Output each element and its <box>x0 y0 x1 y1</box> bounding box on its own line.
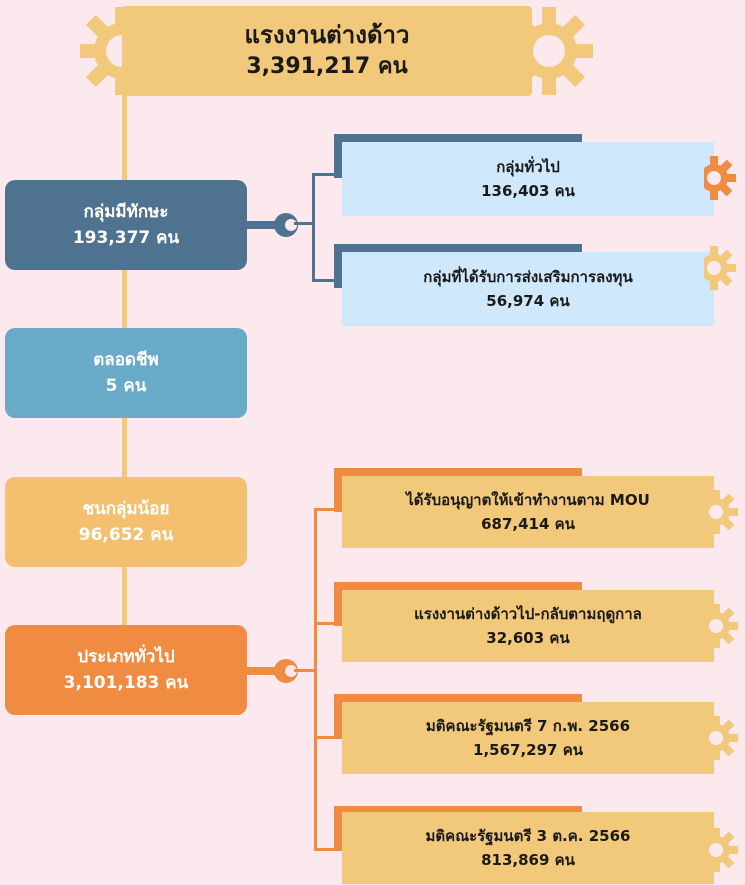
connector-line <box>294 222 314 225</box>
connector-icon <box>240 659 298 683</box>
subgroup-label: กลุ่มที่ได้รับการส่งเสริมการลงทุน <box>423 268 633 286</box>
subgroup-value: 136,403 คน <box>481 182 575 200</box>
branch-line <box>312 279 344 282</box>
category-label: ชนกลุ่มน้อย <box>82 499 170 519</box>
category-value: 5 คน <box>105 376 147 396</box>
header-total: 3,391,217 คน <box>246 54 408 79</box>
branch-line <box>314 848 344 851</box>
branch-line <box>312 173 315 281</box>
gear-icon <box>706 604 738 648</box>
header-title: แรงงานต่างด้าว <box>244 21 410 49</box>
subgroup-value: 687,414 คน <box>481 515 575 533</box>
connector-line <box>294 669 316 672</box>
box-tab <box>334 134 582 142</box>
branch-line <box>312 173 344 176</box>
subgroup-value: 1,567,297 คน <box>473 741 583 759</box>
subgroup-value: 32,603 คน <box>486 629 570 647</box>
branch-line <box>314 508 317 850</box>
category-label: กลุ่มมีทักษะ <box>83 202 169 222</box>
subgroup-value: 813,869 คน <box>481 851 575 869</box>
branch-line <box>314 736 344 739</box>
subgroup-value: 56,974 คน <box>486 292 570 310</box>
subgroup-mou: ได้รับอนุญาตให้เข้าทำงานตาม MOU 687,414 … <box>342 476 714 548</box>
subgroup-cabinet-oct: มติคณะรัฐมนตรี 3 ต.ค. 2566 813,869 คน <box>342 812 714 884</box>
box-tab <box>334 468 342 512</box>
subgroup-general-skilled: กลุ่มทั่วไป 136,403 คน <box>342 142 714 216</box>
category-skilled: กลุ่มมีทักษะ 193,377 คน <box>5 180 247 270</box>
category-lifetime: ตลอดชีพ 5 คน <box>5 328 247 418</box>
category-general: ประเภททั่วไป 3,101,183 คน <box>5 625 247 715</box>
category-label: ตลอดชีพ <box>93 350 159 370</box>
connector-icon <box>240 213 298 237</box>
category-value: 96,652 คน <box>78 525 174 545</box>
subgroup-seasonal: แรงงานต่างด้าวไป-กลับตามฤดูกาล 32,603 คน <box>342 590 714 662</box>
box-tab <box>334 244 342 288</box>
gear-icon <box>704 156 736 200</box>
total-header: แรงงานต่างด้าว 3,391,217 คน <box>122 6 532 96</box>
box-tab <box>334 468 582 476</box>
box-tab <box>334 806 582 814</box>
subgroup-label: มติคณะรัฐมนตรี 7 ก.พ. 2566 <box>425 717 631 735</box>
branch-line <box>314 622 344 625</box>
box-tab <box>334 244 582 252</box>
box-tab <box>334 694 342 738</box>
subgroup-cabinet-feb: มติคณะรัฐมนตรี 7 ก.พ. 2566 1,567,297 คน <box>342 702 714 774</box>
gear-icon <box>706 828 738 872</box>
subgroup-label: กลุ่มทั่วไป <box>496 158 560 176</box>
box-tab <box>334 582 582 590</box>
box-tab <box>334 582 342 626</box>
box-tab <box>334 134 342 178</box>
box-tab <box>334 806 342 850</box>
subgroup-label: ได้รับอนุญาตให้เข้าทำงานตาม MOU <box>406 491 650 509</box>
gear-icon <box>706 716 738 760</box>
category-minority: ชนกลุ่มน้อย 96,652 คน <box>5 477 247 567</box>
category-label: ประเภททั่วไป <box>77 647 175 667</box>
gear-icon <box>706 490 738 534</box>
subgroup-label: มติคณะรัฐมนตรี 3 ต.ค. 2566 <box>425 827 631 845</box>
subgroup-label: แรงงานต่างด้าวไป-กลับตามฤดูกาล <box>414 605 642 623</box>
branch-line <box>314 508 344 511</box>
gear-icon <box>704 246 736 290</box>
box-tab <box>334 694 582 702</box>
subgroup-investment: กลุ่มที่ได้รับการส่งเสริมการลงทุน 56,974… <box>342 252 714 326</box>
category-value: 193,377 คน <box>72 228 180 248</box>
category-value: 3,101,183 คน <box>63 673 189 693</box>
